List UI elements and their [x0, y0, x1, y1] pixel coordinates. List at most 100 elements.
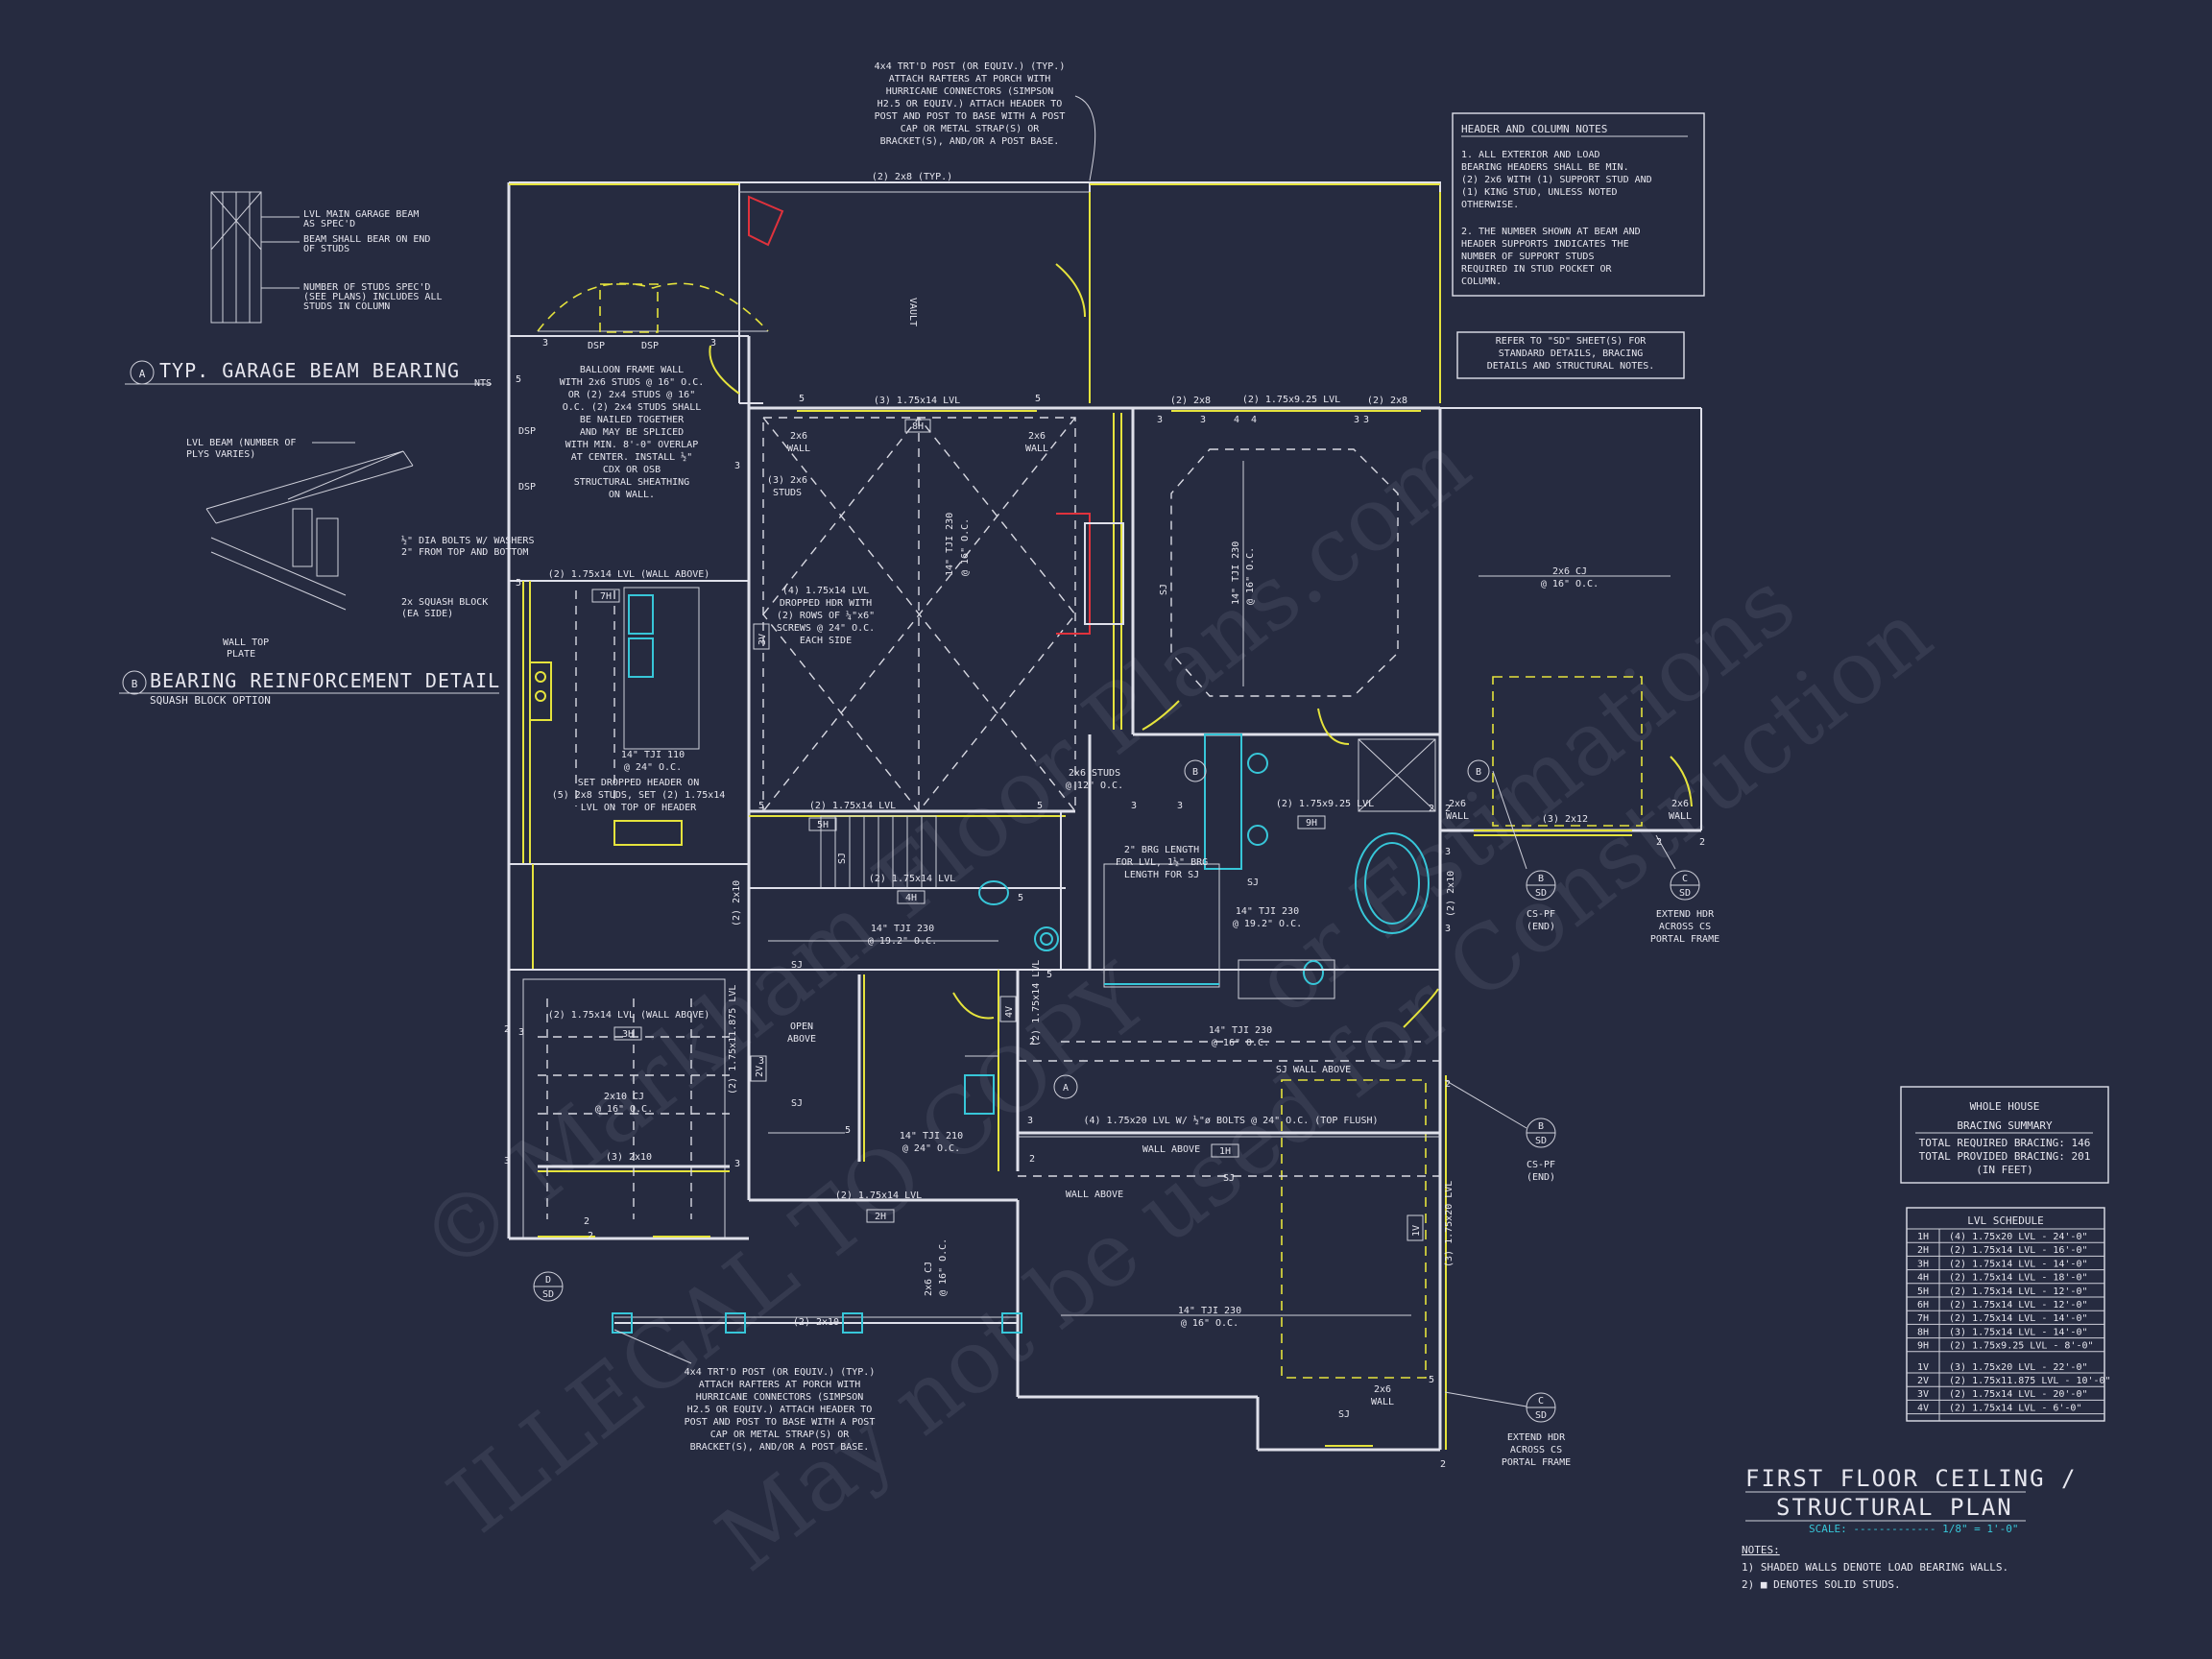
lvl-row-tag: 3V — [1917, 1389, 1929, 1400]
tji-center: 14" TJI 230 — [1209, 1025, 1272, 1036]
header-notes-line: HEADER SUPPORTS INDICATES THE — [1461, 239, 1629, 250]
stud-count: 2 — [1029, 1154, 1035, 1165]
lvl-row-tag: 9H — [1917, 1341, 1929, 1352]
label-lvl-5h: (2) 1.75x14 LVL — [809, 801, 896, 811]
sd-b2: B — [1538, 1121, 1544, 1132]
tag-7h: 7H — [600, 591, 612, 602]
open-above: OPEN — [790, 1022, 813, 1032]
label-lvl-2h: (2) 1.75x14 LVL — [835, 1190, 922, 1201]
sd-b1: B — [1538, 874, 1544, 884]
tag-2v: 2V — [755, 1066, 765, 1077]
label-r-2x8b: (2) 2x8 — [1367, 396, 1407, 406]
label-lvl-4v: (2) 1.75x14 LVL — [1031, 960, 1042, 1046]
tji-19b: @ 19.2" O.C. — [1233, 919, 1302, 929]
lvl-row-spec: (2) 1.75x14 LVL - 6'-0" — [1949, 1403, 2081, 1413]
lvl-row-spec: (2) 1.75x9.25 LVL - 8'-0" — [1949, 1341, 2094, 1352]
stud-count: 2 — [1440, 1459, 1446, 1470]
bracing-line-1: TOTAL REQUIRED BRACING: 146 — [1919, 1137, 2091, 1149]
label-porch-2x10: (2) 2x10 — [793, 1317, 839, 1328]
label-sj-b: SJ — [1247, 878, 1259, 888]
tag-4h: 4H — [905, 893, 917, 903]
header-notes-line: (2) 2x6 WITH (1) SUPPORT STUD AND — [1461, 175, 1652, 185]
header-notes-line: NUMBER OF SUPPORT STUDS — [1461, 252, 1594, 262]
sd-c1: SD — [1679, 888, 1691, 899]
tji-lower: 14" TJI 230 — [1178, 1306, 1241, 1316]
stud-count: 5 — [799, 394, 805, 404]
stud-count: 3 — [1131, 801, 1137, 811]
stud-count: 5 — [1018, 893, 1023, 903]
sd-bath-letter: B — [1192, 767, 1198, 778]
tag-3h: 3H — [622, 1029, 634, 1040]
studs-2x6: 2x6 STUDS — [1069, 768, 1120, 779]
balloon-line: BALLOON FRAME WALL — [580, 365, 684, 375]
lvl-row-tag: 3H — [1917, 1259, 1929, 1269]
label-wall-above-1: (2) 1.75x14 LVL (WALL ABOVE) — [548, 569, 710, 580]
wall-2x6e: WALL — [1371, 1397, 1394, 1407]
lvl-row-spec: (2) 1.75x14 LVL - 16'-0" — [1949, 1245, 2088, 1256]
top-post-note-line: H2.5 OR EQUIV.) ATTACH HEADER TO — [878, 99, 1063, 109]
cj-right: 2x6 CJ — [1552, 566, 1587, 577]
label-sj-f: SJ — [837, 853, 848, 864]
extend-2: EXTEND HDR — [1507, 1432, 1566, 1443]
stud-count: 3 — [1363, 415, 1369, 425]
refer-sd-note: REFER TO "SD" SHEET(S) FOR STANDARD DETA… — [1456, 331, 1685, 379]
detail-a-label-7: STUDS IN COLUMN — [303, 301, 390, 312]
stud-count: 5 — [516, 578, 521, 589]
extend-2: ACROSS CS — [1510, 1445, 1562, 1455]
header-notes-line: COLUMN. — [1461, 276, 1502, 287]
label-lvl-4h: (2) 1.75x14 LVL — [869, 874, 955, 884]
dropped-hdr: EACH SIDE — [800, 636, 852, 646]
detail-b-label-3: ½" DIA BOLTS W/ WASHERS — [401, 535, 534, 546]
sd-d: SD — [542, 1289, 554, 1300]
detail-b-label-8: PLATE — [227, 649, 255, 660]
bracing-line-3: (IN FEET) — [1976, 1164, 2033, 1176]
stud-count: 5 — [845, 1125, 851, 1136]
sd-bath2-letter: B — [1476, 767, 1481, 778]
label-sj-d: SJ — [1223, 1173, 1235, 1184]
lvl-row-spec: (4) 1.75x20 LVL - 24'-0" — [1949, 1232, 2088, 1242]
tag-9h: 9H — [1306, 818, 1317, 829]
csff-2: (END) — [1527, 1172, 1555, 1183]
balloon-line: CDX OR OSB — [603, 465, 661, 475]
brg-length: LENGTH FOR SJ — [1124, 870, 1199, 880]
lvl-row-tag: 7H — [1917, 1313, 1929, 1324]
refer-note-line: REFER TO "SD" SHEET(S) FOR — [1496, 336, 1647, 347]
label-dsp-4: DSP — [518, 482, 536, 493]
detail-a-marker-letter: A — [139, 368, 146, 380]
dropped-hdr: (2) ROWS OF ¼"x6" — [777, 610, 875, 621]
stud-count: 3 — [1027, 1116, 1033, 1126]
tji-vert-b: @ 16" O.C. — [1245, 547, 1256, 605]
stud-count: 2 — [1699, 837, 1705, 848]
tji-210: @ 24" O.C. — [902, 1143, 960, 1154]
stud-count: 2 — [504, 1024, 510, 1035]
sd-d: D — [545, 1275, 551, 1286]
stud-count: 5 — [1046, 970, 1052, 980]
lvl-row-tag: 2V — [1917, 1376, 1929, 1386]
label-lvl-top-right: (2) 1.75x9.25 LVL — [1242, 395, 1340, 405]
label-r-2x8a: (2) 2x8 — [1170, 396, 1211, 406]
open-above: ABOVE — [787, 1034, 816, 1045]
wall-2x6b: 2x6 — [1028, 431, 1046, 442]
label-lvl-9h: (2) 1.75x9.25 LVL — [1276, 799, 1374, 809]
label-wall-above-2: WALL ABOVE — [1142, 1144, 1200, 1155]
detail-b-label-5: 2x SQUASH BLOCK — [401, 597, 488, 608]
note-1: 1) SHADED WALLS DENOTE LOAD BEARING WALL… — [1742, 1561, 2008, 1574]
sheet-title-block: FIRST FLOOR CEILING / STRUCTURAL PLAN SC… — [1742, 1465, 2075, 1591]
lvl-row-tag: 1V — [1917, 1362, 1929, 1373]
header-notes-title: HEADER AND COLUMN NOTES — [1461, 123, 1607, 135]
tji-vert-a: 14" TJI 230 — [945, 513, 955, 576]
stud-count: 5 — [1035, 394, 1041, 404]
dropped-hdr: (4) 1.75x14 LVL — [782, 586, 869, 596]
tag-3v: 3V — [757, 634, 768, 645]
tji-vert-b: 14" TJI 230 — [1231, 541, 1241, 605]
label-lvl-1h: (4) 1.75x20 LVL W/ ½"ø BOLTS @ 24" O.C. … — [1083, 1115, 1378, 1126]
detail-b-label-1: LVL BEAM (NUMBER OF — [186, 438, 296, 448]
top-post-note-line: 4x4 TRT'D POST (OR EQUIV.) (TYP.) — [875, 61, 1066, 72]
balloon-line: AT CENTER. INSTALL ½" — [571, 451, 692, 463]
extend-1: ACROSS CS — [1659, 922, 1711, 932]
stud-count: 3 — [504, 1156, 510, 1166]
lvl-row-spec: (2) 1.75x14 LVL - 14'-0" — [1949, 1259, 2088, 1269]
stud-count: 2 — [1429, 804, 1434, 814]
balloon-line: BE NAILED TOGETHER — [580, 415, 685, 425]
header-notes-line: 1. ALL EXTERIOR AND LOAD — [1461, 150, 1600, 160]
